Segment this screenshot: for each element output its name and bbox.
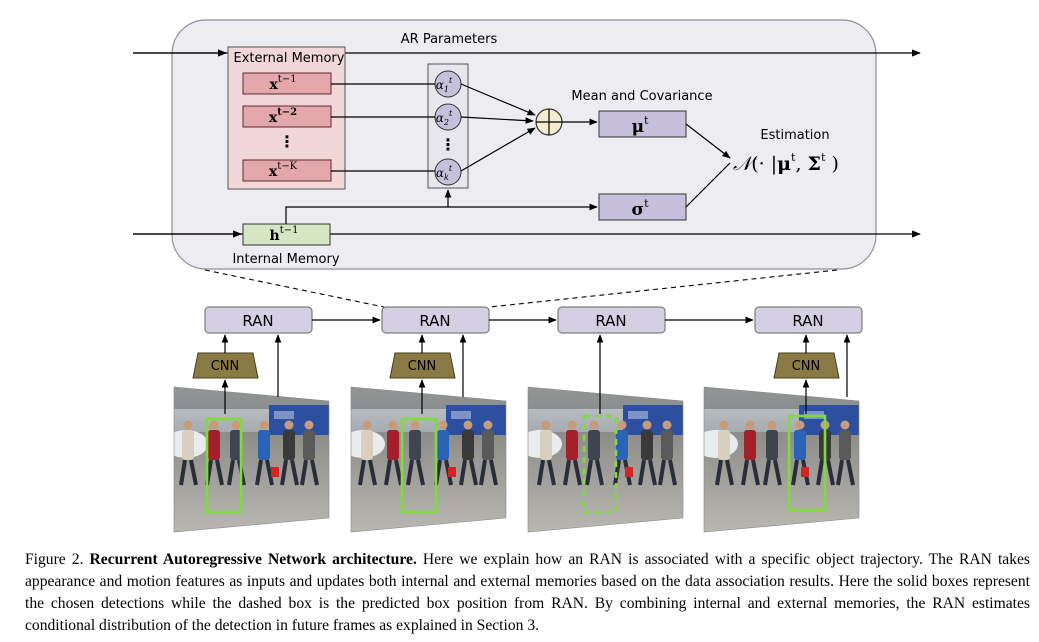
alpha-ellipsis: ⋮ bbox=[440, 135, 456, 154]
svg-text:RAN: RAN bbox=[792, 312, 823, 330]
ar-parameters-label: AR Parameters bbox=[401, 32, 498, 47]
detection-box bbox=[787, 414, 827, 512]
estimation-formula: 𝒩(· |μt, Σt ) bbox=[733, 151, 839, 175]
svg-text:CNN: CNN bbox=[408, 359, 437, 374]
sigma-box bbox=[598, 193, 687, 221]
mu-box bbox=[598, 110, 687, 138]
memory-slot-ellipsis: ⋮ bbox=[279, 132, 295, 151]
svg-text:α1t: α1t bbox=[436, 76, 453, 94]
svg-text:RAN: RAN bbox=[595, 312, 626, 330]
frame-image-3 bbox=[527, 386, 684, 533]
cnn-block-4 bbox=[773, 352, 840, 379]
mean-covariance-label: Mean and Covariance bbox=[571, 89, 712, 104]
caption-prefix: Figure 2. bbox=[25, 551, 90, 568]
svg-text:RAN: RAN bbox=[419, 312, 450, 330]
svg-text:CNN: CNN bbox=[792, 359, 821, 374]
alpha-k-node bbox=[434, 158, 462, 186]
estimation-label: Estimation bbox=[760, 128, 829, 143]
frame-image-1 bbox=[173, 386, 330, 533]
figure-caption: Figure 2. Recurrent Autoregressive Netwo… bbox=[25, 549, 1030, 637]
caption-title: Recurrent Autoregressive Network archite… bbox=[89, 551, 417, 568]
frame-image-2 bbox=[350, 386, 507, 533]
ran-architecture-figure: AR Parameters External Memory xt−1 xt−2 … bbox=[133, 19, 921, 533]
cnn-block-1 bbox=[192, 352, 259, 379]
frame-image-4 bbox=[703, 386, 860, 533]
external-memory-label: External Memory bbox=[234, 51, 345, 66]
cnn-blocks: CNN CNN CNN bbox=[192, 352, 840, 379]
internal-memory-label: Internal Memory bbox=[232, 252, 339, 267]
svg-text:αkt: αkt bbox=[436, 164, 453, 182]
svg-text:RAN: RAN bbox=[242, 312, 273, 330]
cnn-block-2 bbox=[389, 352, 456, 379]
ran-node-4 bbox=[754, 306, 863, 334]
caption-body: Here we explain how an RAN is associated… bbox=[25, 551, 1030, 634]
detection-box bbox=[400, 417, 438, 514]
detection-box bbox=[205, 417, 243, 514]
svg-text:CNN: CNN bbox=[211, 359, 240, 374]
predicted-box-dashed bbox=[582, 414, 618, 514]
svg-text:α2t: α2t bbox=[436, 109, 453, 127]
ran-chain: RAN RAN RAN RAN bbox=[204, 306, 863, 334]
